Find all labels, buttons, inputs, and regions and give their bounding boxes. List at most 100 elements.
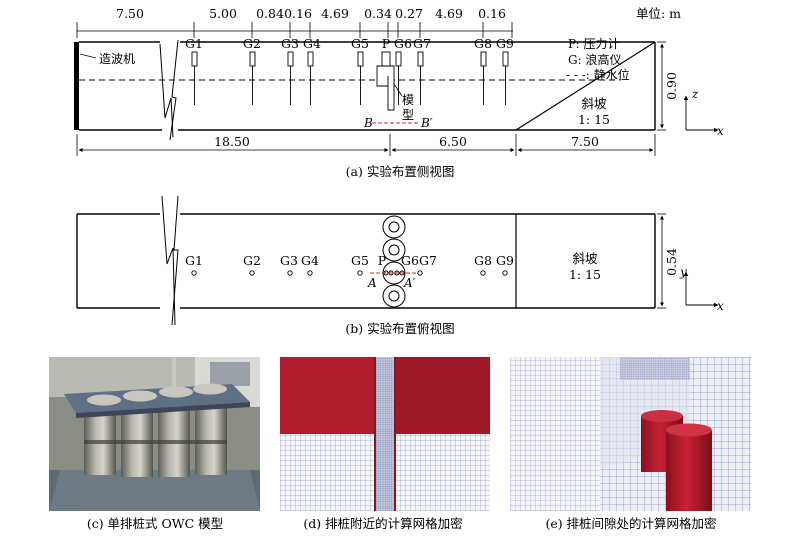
gauge-g2-side	[249, 51, 256, 105]
legend-unit: 单位: m	[636, 6, 681, 21]
label-g8: G8	[474, 36, 492, 51]
dim-0-27: 0.27	[395, 6, 423, 21]
axes-yx	[683, 271, 719, 308]
gauge-g9-side	[502, 51, 509, 105]
wavemaker-plate	[74, 42, 79, 130]
gauge-g4-top	[307, 270, 313, 276]
top-label-g1: G1	[185, 253, 203, 268]
axis-y: y	[679, 265, 687, 279]
label-g2: G2	[243, 36, 261, 51]
section-a-prime: A′	[403, 276, 416, 290]
tank-side-outline	[74, 39, 656, 141]
section-b: B	[363, 116, 373, 130]
mesh-pile-gap	[510, 357, 751, 511]
dim-5-00: 5.00	[209, 6, 237, 21]
bottom-dimension-chain	[76, 134, 656, 156]
gauge-g7-side	[417, 51, 424, 105]
top-dimension-labels: 7.50 5.00 0.84 0.16 4.69 0.34 0.27 4.69 …	[116, 6, 506, 21]
top-label-g6: G6	[401, 253, 419, 268]
height-dim-label: 0.90	[664, 72, 679, 100]
height-dimension	[657, 41, 666, 131]
gauge-g5-side	[357, 51, 364, 105]
owc-model-side	[376, 51, 403, 111]
gauge-g8-side	[480, 51, 487, 105]
dim-0-34: 0.34	[364, 6, 392, 21]
caption-b: (b) 实验布置俯视图	[345, 321, 454, 336]
legend-swl: - - -: 静水位	[566, 67, 630, 82]
break-mark	[159, 43, 174, 138]
dim-7-50-bottom: 7.50	[571, 134, 599, 149]
top-label-g9: G9	[496, 253, 514, 268]
label-g1: G1	[185, 36, 203, 51]
side-gauges	[191, 51, 509, 105]
label-g6: G6	[394, 36, 412, 51]
dim-0-16b: 0.16	[478, 6, 506, 21]
slope-ratio-side: 1: 15	[578, 112, 610, 127]
owc-piles-top	[382, 215, 406, 308]
top-gauges	[191, 270, 508, 276]
caption-a: (a) 实验布置侧视图	[346, 164, 455, 179]
gauge-g8-top	[480, 270, 486, 276]
top-view: A A′ G1 G2 G3 G4 G5 P G6 G7 G8 G9 斜坡 1: …	[76, 195, 724, 336]
dim-4-69a: 4.69	[321, 6, 349, 21]
gauge-g1-top	[191, 270, 197, 276]
top-label-g2: G2	[243, 253, 261, 268]
dim-7-50: 7.50	[116, 6, 144, 21]
section-a: A	[367, 276, 377, 290]
gauge-g4-side	[307, 51, 314, 105]
gauge-g9-top	[502, 270, 508, 276]
axis-z: z	[691, 87, 699, 101]
top-label-p: P	[378, 253, 386, 268]
slope-label-top: 斜坡	[572, 251, 598, 266]
label-g5: G5	[351, 36, 369, 51]
slope-label-side: 斜坡	[581, 96, 607, 111]
gauge-g6-side	[395, 51, 402, 105]
dim-18-50: 18.50	[214, 134, 250, 149]
top-label-g5: G5	[351, 253, 369, 268]
gauge-g1-side	[191, 51, 198, 105]
label-g9: G9	[496, 36, 514, 51]
side-view: 7.50 5.00 0.84 0.16 4.69 0.34 0.27 4.69 …	[74, 6, 724, 179]
legend-pressure: P: 压力计	[568, 37, 620, 51]
top-label-g3: G3	[280, 253, 298, 268]
gauge-g5-top	[357, 270, 363, 276]
top-label-g4: G4	[301, 253, 319, 268]
break-mark	[169, 39, 179, 141]
gauge-g3-side	[287, 51, 294, 105]
mesh-near-piles	[280, 357, 490, 511]
slope-ratio-top: 1: 15	[569, 267, 601, 282]
dim-6-50: 6.50	[439, 134, 467, 149]
gauge-g3-top	[287, 270, 293, 276]
model-label-2: 型	[402, 108, 414, 122]
caption-d: (d) 排桩附近的计算网格加密	[303, 516, 462, 531]
label-p: P	[382, 36, 390, 51]
width-dim-label: 0.54	[664, 248, 679, 276]
top-label-g8: G8	[474, 253, 492, 268]
caption-e: (e) 排桩间隙处的计算网格加密	[545, 516, 716, 531]
legend-gauge: G: 浪高仪	[568, 52, 621, 67]
caption-c: (c) 单排桩式 OWC 模型	[87, 516, 223, 531]
dim-4-69b: 4.69	[435, 6, 463, 21]
photo-owc-model	[49, 357, 260, 511]
top-dimension-chain	[76, 22, 513, 38]
dim-0-16a: 0.16	[284, 6, 312, 21]
legend: 单位: m P: 压力计 G: 浪高仪 - - -: 静水位	[566, 6, 681, 82]
gauge-g2-top	[249, 270, 255, 276]
gauge-g7-top	[417, 270, 423, 276]
top-gauge-labels: G1 G2 G3 G4 G5 P G6 G7 G8 G9	[185, 253, 514, 268]
slope-line	[515, 41, 656, 131]
top-label-g7: G7	[419, 253, 437, 268]
wavemaker-label: 造波机	[99, 52, 135, 66]
label-g4: G4	[303, 36, 321, 51]
axis-x-top: x	[717, 299, 724, 313]
axis-x-side: x	[717, 124, 724, 138]
model-label-1: 模	[402, 93, 414, 107]
axes-zx	[683, 95, 719, 133]
tank-top-outline	[76, 195, 656, 326]
dim-0-84: 0.84	[256, 6, 284, 21]
section-b-prime: B′	[420, 116, 433, 130]
label-g7: G7	[413, 36, 431, 51]
label-g3: G3	[281, 36, 299, 51]
side-gauge-labels: G1 G2 G3 G4 G5 P G6 G7 G8 G9	[185, 36, 514, 51]
